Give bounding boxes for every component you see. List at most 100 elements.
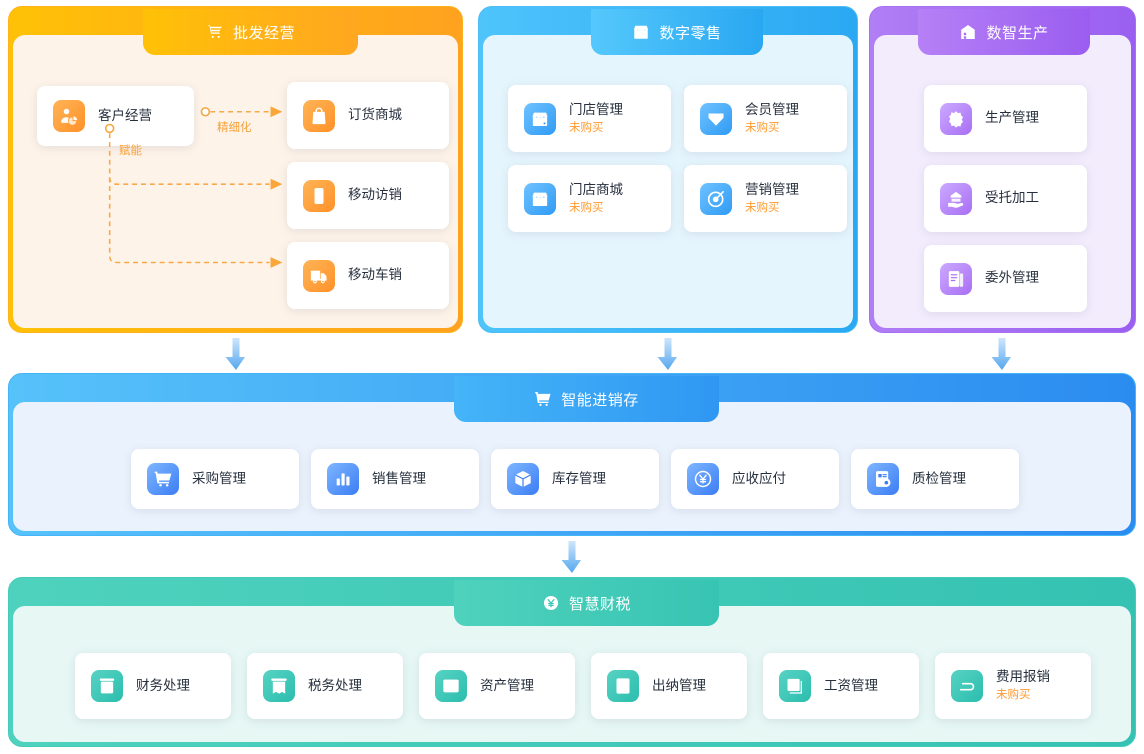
card-label: 资产管理 (480, 677, 534, 693)
asset-archive-icon (435, 670, 467, 702)
card-label: 委外管理 (985, 270, 1039, 286)
card-stock-management[interactable]: 库存管理 (491, 449, 659, 509)
arrow-inventory-to-finance (561, 541, 583, 575)
card-label: 门店管理 (569, 101, 623, 117)
cube-box-icon (507, 463, 539, 495)
arrow-production-to-inventory (991, 338, 1013, 372)
card-store-management[interactable]: 门店管理 未购买 (508, 85, 671, 152)
finance-box-icon (91, 670, 123, 702)
card-entrusted-processing[interactable]: 受托加工 (924, 165, 1087, 232)
card-customer-management[interactable]: 客户经营 (37, 86, 194, 146)
card-purchase-management[interactable]: 采购管理 (131, 449, 299, 509)
customer-icon (53, 100, 85, 132)
quality-check-icon (867, 463, 899, 495)
section-panel-wholesale: 批发经营 精细化 赋能 客 (8, 6, 463, 333)
card-label: 费用报销 (996, 669, 1050, 685)
outsourcing-doc-icon (940, 262, 972, 295)
production-content: 生产管理 受托加工 委外管理 (872, 55, 1133, 330)
section-title-retail: 数字零售 (659, 24, 722, 42)
card-label: 财务处理 (136, 677, 190, 693)
section-tab-wholesale: 批发经营 (143, 9, 358, 55)
card-order-mall[interactable]: 订货商城 (287, 82, 449, 149)
section-panel-retail: 数字零售 门店管理 未购买 会员管理 未购买 (478, 6, 858, 333)
card-label: 采购管理 (192, 470, 246, 486)
card-status: 未购买 (745, 201, 780, 214)
yuan-badge-icon (542, 594, 560, 612)
cart-icon (534, 390, 552, 408)
card-label: 受托加工 (985, 190, 1039, 206)
wholesale-content: 精细化 赋能 客户经营 订货商城 移动访销 (11, 55, 460, 330)
card-label: 应收应付 (732, 470, 786, 486)
yuan-circle-icon (687, 463, 719, 495)
section-tab-finance: 智慧财税 (454, 580, 719, 626)
section-tab-retail: 数字零售 (591, 9, 763, 55)
card-label: 订货商城 (348, 107, 402, 123)
card-status: 未购买 (996, 689, 1031, 702)
arrow-retail-to-inventory (657, 338, 679, 372)
card-cashier-management[interactable]: 出纳管理 (591, 653, 747, 719)
storefront-icon (632, 23, 650, 41)
card-marketing-management[interactable]: 营销管理 未购买 (684, 165, 847, 232)
card-status: 未购买 (569, 121, 604, 134)
section-title-production: 数智生产 (986, 24, 1049, 42)
card-payroll-management[interactable]: 工资管理 (763, 653, 919, 719)
marketing-target-icon (700, 182, 732, 215)
card-label: 生产管理 (985, 110, 1039, 126)
entrusted-process-icon (940, 182, 972, 215)
shopping-bag-icon (303, 99, 335, 132)
card-mobile-visit-sales[interactable]: 移动访销 (287, 162, 449, 229)
card-production-management[interactable]: 生产管理 (924, 85, 1087, 152)
section-panel-inventory: 智能进销存 采购管理 销售管理 库存管理 (8, 373, 1136, 536)
card-label: 质检管理 (912, 470, 966, 486)
card-label: 会员管理 (745, 101, 799, 117)
card-asset-management[interactable]: 资产管理 (419, 653, 575, 719)
card-label: 工资管理 (824, 677, 878, 693)
card-label: 门店商城 (569, 181, 623, 197)
card-outsourcing-management[interactable]: 委外管理 (924, 245, 1087, 312)
card-label: 库存管理 (552, 470, 606, 486)
tax-receipt-icon (263, 670, 295, 702)
expense-cloud-icon (951, 670, 983, 702)
card-label: 移动访销 (348, 187, 402, 203)
cashier-book-icon (607, 670, 639, 702)
section-tab-inventory: 智能进销存 (454, 376, 719, 422)
card-sales-management[interactable]: 销售管理 (311, 449, 479, 509)
section-title-wholesale: 批发经营 (232, 24, 295, 42)
arrow-wholesale-to-inventory (225, 338, 247, 372)
cart-shop-icon (206, 23, 224, 41)
card-label: 客户经营 (98, 107, 152, 123)
section-panel-production: 数智生产 生产管理 受托加工 委外管理 (869, 6, 1136, 333)
section-title-inventory: 智能进销存 (561, 391, 639, 409)
card-status: 未购买 (569, 201, 604, 214)
mobile-phone-icon (303, 179, 335, 212)
bar-chart-icon (327, 463, 359, 495)
card-status: 未购买 (745, 121, 780, 134)
member-diamond-icon (700, 102, 732, 135)
retail-content: 门店管理 未购买 会员管理 未购买 门店商城 未购买 (481, 55, 855, 330)
section-tab-production: 数智生产 (918, 9, 1090, 55)
card-label: 税务处理 (308, 677, 362, 693)
store-manage-icon (524, 102, 556, 135)
purchase-cart-icon (147, 463, 179, 495)
card-label: 出纳管理 (652, 677, 706, 693)
card-receivable-payable[interactable]: 应收应付 (671, 449, 839, 509)
connector-label-funeng: 赋能 (119, 145, 142, 157)
card-quality-inspection[interactable]: 质检管理 (851, 449, 1019, 509)
card-store-mall[interactable]: 门店商城 未购买 (508, 165, 671, 232)
connector-label-jingxihua: 精细化 (217, 122, 252, 134)
card-label: 营销管理 (745, 181, 799, 197)
inventory-content: 采购管理 销售管理 库存管理 应收应付 (11, 422, 1133, 533)
card-label: 销售管理 (372, 470, 426, 486)
card-member-management[interactable]: 会员管理 未购买 (684, 85, 847, 152)
finance-content: 财务处理 税务处理 资产管理 出纳管理 (11, 626, 1133, 744)
payroll-book-icon (779, 670, 811, 702)
card-label: 移动车销 (348, 267, 402, 283)
card-financial-processing[interactable]: 财务处理 (75, 653, 231, 719)
store-mall-icon (524, 182, 556, 215)
section-title-finance: 智慧财税 (568, 595, 631, 613)
delivery-truck-icon (303, 259, 335, 292)
card-tax-processing[interactable]: 税务处理 (247, 653, 403, 719)
card-mobile-van-sales[interactable]: 移动车销 (287, 242, 449, 309)
card-expense-reimbursement[interactable]: 费用报销 未购买 (935, 653, 1091, 719)
section-panel-finance: 智慧财税 财务处理 税务处理 资产管理 (8, 577, 1136, 747)
